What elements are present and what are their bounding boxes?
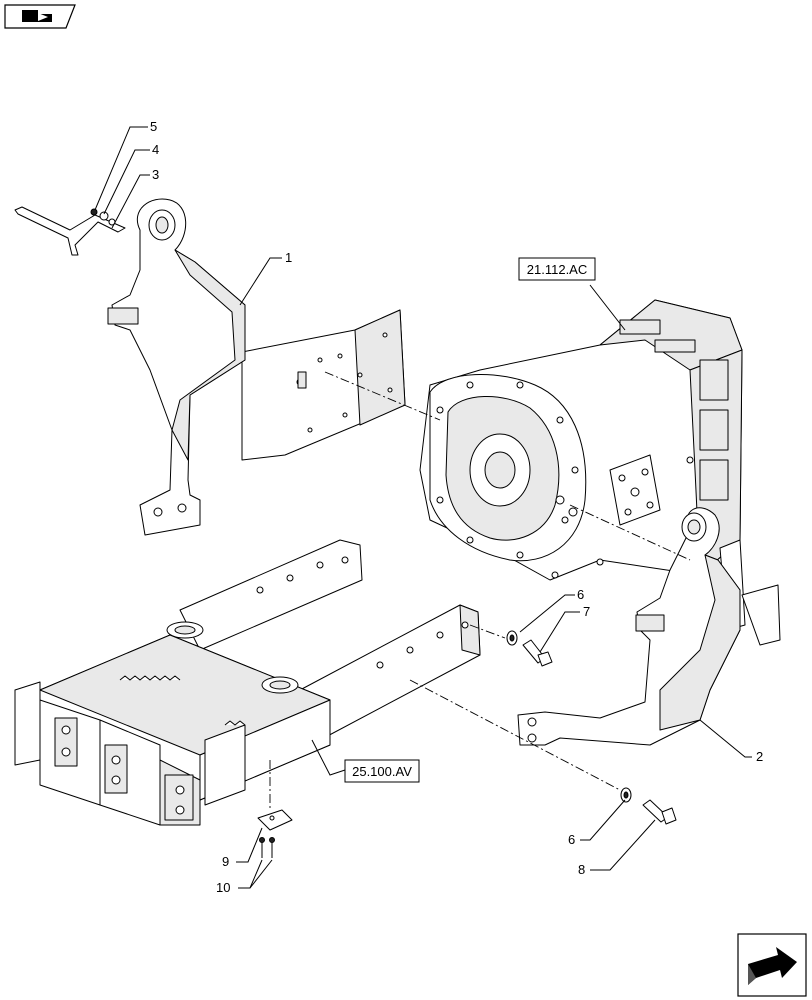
small-hook-bracket xyxy=(14,206,126,256)
callout-8: 8 xyxy=(578,862,585,877)
washer-6-upper xyxy=(506,630,518,646)
ref-label-frame: 25.100.AV xyxy=(352,764,412,779)
part-9-plate xyxy=(257,809,293,831)
callout-5: 5 xyxy=(150,119,157,134)
ref-box-frame[interactable]: 25.100.AV xyxy=(344,759,420,783)
ref-box-transmission[interactable]: 21.112.AC xyxy=(518,257,596,281)
callout-2: 2 xyxy=(756,749,763,764)
bolt-7 xyxy=(522,639,553,667)
callout-4: 4 xyxy=(152,142,159,157)
callout-3: 3 xyxy=(152,167,159,182)
callout-7: 7 xyxy=(583,604,590,619)
part-1-left-support-bracket xyxy=(107,198,406,536)
bolt-8 xyxy=(642,799,677,825)
part-10-screws xyxy=(259,837,275,858)
washer-6-lower xyxy=(620,787,632,803)
callout-6-upper: 6 xyxy=(577,587,584,602)
callout-10: 10 xyxy=(216,880,230,895)
callout-9: 9 xyxy=(222,854,229,869)
part-2-right-support-bracket xyxy=(517,507,781,746)
ref-label-transmission: 21.112.AC xyxy=(527,262,587,277)
assembly-book-icon[interactable] xyxy=(4,4,76,29)
alignment-lines xyxy=(269,371,691,810)
callout-1: 1 xyxy=(285,250,292,265)
leader-lines xyxy=(94,126,752,889)
front-frame-assembly xyxy=(14,539,481,826)
callout-6-lower: 6 xyxy=(568,832,575,847)
fastener-set-3-4-5 xyxy=(90,208,116,226)
next-page-arrow-icon[interactable] xyxy=(737,933,807,997)
